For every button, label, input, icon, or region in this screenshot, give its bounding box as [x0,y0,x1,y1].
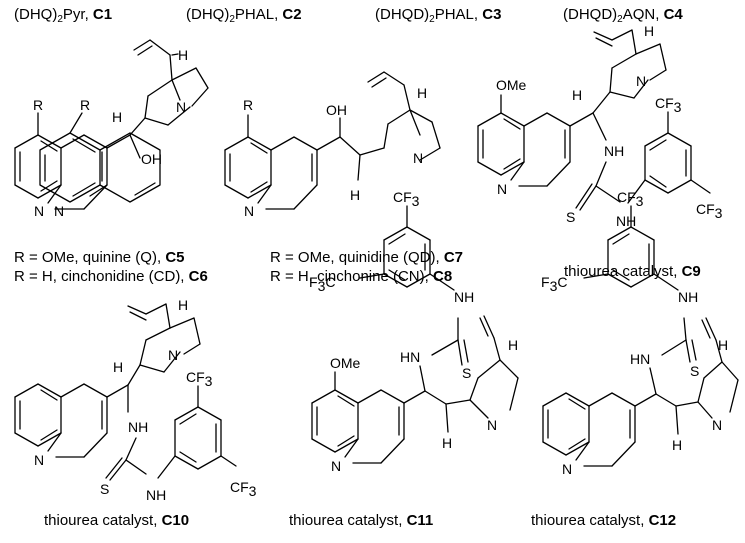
label-c2: (DHQ)2PHAL, C2 [186,6,302,25]
h-label-c9: H [572,87,582,103]
caption-c6: R = H, cinchonidine (CD), C6 [14,268,208,285]
n-label-c12: N [562,461,572,477]
caption-c11: thiourea catalyst, C11 [289,512,434,529]
r-label-c7: R [243,97,253,113]
nh-label-c12: NH [678,289,698,305]
caption-c5: R = OMe, quinine (Q), C5 [14,249,185,266]
atom-n: N [54,203,64,219]
label-c1: (DHQ)2Pyr, C1 [14,6,113,25]
f3c-c12: F3C [541,274,567,294]
structure-c10: N H N H NH S NH CF3 [14,297,257,503]
structure-c9: OMe N H N H NH S NH [477,23,723,229]
hn-label-c12: HN [630,351,650,367]
structure-c5-c6: R N [39,97,161,219]
s-label-c12: S [690,363,699,379]
oh-label-c7: OH [326,102,347,118]
cf3-right-c9: CF3 [696,201,723,221]
structure-c5-c6-skeleton: R N [14,97,108,219]
caption-c8: R = H, cinchonine (CN), C8 [270,268,453,285]
label-c3: (DHQD)2PHAL, C3 [375,6,502,25]
n-label-c5: N [34,203,44,219]
h-label-c7-top: H [417,85,427,101]
n-label-c7: N [244,203,254,219]
oh-label-c5: OH [141,151,162,167]
cf3-top-c9: CF3 [655,95,682,115]
cf3-top-c11: CF3 [393,189,420,209]
ome-label-c9: OMe [496,77,527,93]
f3c-c11: F3C [309,274,335,294]
h-label-c9-top: H [644,23,654,39]
cf3-top-c10: CF3 [186,369,213,389]
n-label-c9: N [497,181,507,197]
n-label-c10-q: N [168,347,178,363]
h-label-c12: H [672,437,682,453]
cf3-right-c10: CF3 [230,479,257,499]
cf3-top-c12: CF3 [617,189,644,209]
n-label-c11: N [331,458,341,474]
hn-label-c11: HN [400,349,420,365]
ome-label-c11: OMe [330,355,361,371]
nh-label-c10: NH [128,419,148,435]
atom-r: R [80,97,90,113]
nh2-label-c10: NH [146,487,166,503]
s-label-c10: S [100,481,109,497]
r-label-c5: R [33,97,43,113]
caption-c10: thiourea catalyst, C10 [44,512,190,529]
h-label-c10-top: H [178,297,188,313]
nh-label-c11: NH [454,289,474,305]
h-label-c5-top: H [178,47,188,63]
h-label-c5: H [112,109,122,125]
structure-c11: OMe N HN H N H S NH [309,189,519,474]
structure-c7-c8: R N OH H N H [224,71,441,219]
caption-c7: R = OMe, quinidine (QD), C7 [270,249,463,266]
structure-c12: N HN H N H S NH CF3 [541,189,739,477]
h-label-c7: H [350,187,360,203]
n-label-c7-q: N [413,150,423,166]
s-label-c11: S [462,365,471,381]
h-label-c12-top: H [718,337,728,353]
caption-c12: thiourea catalyst, C12 [531,512,677,529]
n-label-c11-q: N [487,417,497,433]
s-label-c9: S [566,209,575,225]
h-label-c11: H [442,435,452,451]
nh2-label-c9: NH [616,213,636,229]
nh-label-c9: NH [604,143,624,159]
structure-c5-quinuclidine: OH H N H [106,39,209,167]
n-label-c10: N [34,452,44,468]
n-label-c12-q: N [712,417,722,433]
h-label-c10: H [113,359,123,375]
label-c4: (DHQD)2AQN, C4 [563,6,683,25]
caption-c9: thiourea catalyst, C9 [564,263,701,280]
n-label-c9-q: N [636,73,646,89]
h-label-c11-top: H [508,337,518,353]
n-label-c5-q: N [176,99,186,115]
